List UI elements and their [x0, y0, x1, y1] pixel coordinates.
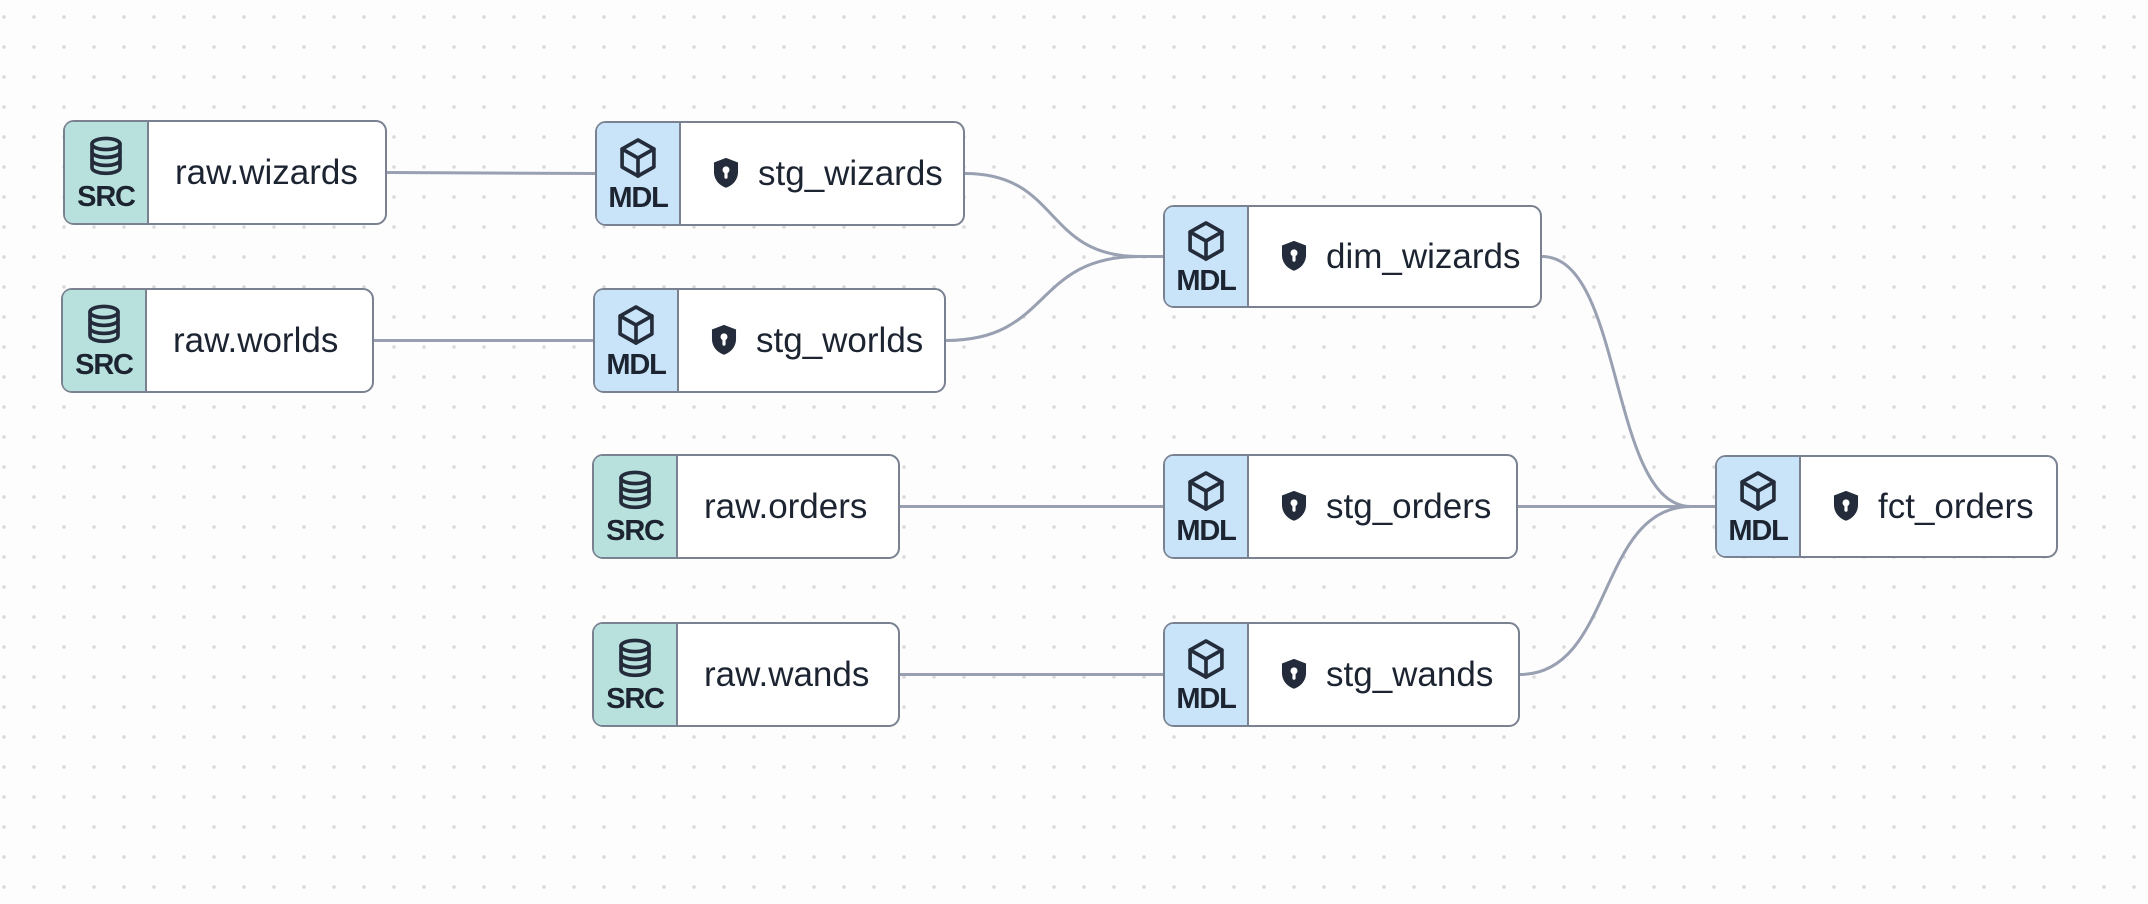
shield-lock-icon: [705, 322, 743, 360]
node-raw_worlds[interactable]: SRC raw.worlds: [61, 288, 374, 393]
edge-raw_wizards-stg_wizards: [385, 171, 597, 175]
badge-label: SRC: [606, 682, 665, 715]
node-raw_wands[interactable]: SRC raw.wands: [592, 622, 900, 727]
node-body: dim_wizards: [1249, 207, 1540, 306]
model-badge: MDL: [1165, 207, 1249, 306]
node-body: raw.wizards: [149, 122, 385, 223]
database-icon: [81, 302, 127, 348]
database-icon: [612, 468, 658, 514]
node-stg_worlds[interactable]: MDL stg_worlds: [593, 288, 946, 393]
node-fct_orders[interactable]: MDL fct_orders: [1715, 455, 2058, 558]
node-body: raw.worlds: [147, 290, 372, 391]
node-body: stg_wizards: [681, 123, 963, 224]
node-label: dim_wizards: [1326, 236, 1521, 276]
source-badge: SRC: [594, 624, 678, 725]
node-body: fct_orders: [1801, 457, 2056, 556]
edge-stg_worlds-dim_wizards: [944, 255, 1165, 342]
node-stg_wands[interactable]: MDL stg_wands: [1163, 622, 1520, 727]
model-badge: MDL: [1165, 624, 1249, 725]
edge-stg_wizards-dim_wizards: [963, 172, 1165, 258]
node-stg_orders[interactable]: MDL stg_orders: [1163, 454, 1518, 559]
shield-lock-icon: [1275, 238, 1313, 276]
edge-dim_wizards-fct_orders: [1540, 255, 1717, 508]
badge-label: MDL: [608, 181, 668, 214]
node-body: raw.wands: [678, 624, 898, 725]
source-badge: SRC: [65, 122, 149, 223]
model-badge: MDL: [595, 290, 679, 391]
shield-lock-icon: [707, 155, 745, 193]
node-dim_wizards[interactable]: MDL dim_wizards: [1163, 205, 1542, 308]
cube-icon: [615, 135, 661, 181]
node-stg_wizards[interactable]: MDL stg_wizards: [595, 121, 965, 226]
node-label: stg_worlds: [756, 320, 924, 360]
node-body: raw.orders: [678, 456, 898, 557]
badge-label: MDL: [1728, 514, 1788, 547]
cube-icon: [613, 302, 659, 348]
database-icon: [83, 134, 129, 180]
node-label: raw.worlds: [173, 320, 339, 360]
badge-label: SRC: [606, 514, 665, 547]
model-badge: MDL: [597, 123, 681, 224]
badge-label: MDL: [606, 348, 666, 381]
database-icon: [612, 636, 658, 682]
cube-icon: [1735, 468, 1781, 514]
model-badge: MDL: [1717, 457, 1801, 556]
model-badge: MDL: [1165, 456, 1249, 557]
cube-icon: [1183, 218, 1229, 264]
shield-lock-icon: [1275, 488, 1313, 526]
node-label: raw.orders: [704, 486, 868, 526]
source-badge: SRC: [594, 456, 678, 557]
cube-icon: [1183, 636, 1229, 682]
node-body: stg_wands: [1249, 624, 1518, 725]
badge-label: SRC: [77, 180, 136, 213]
node-raw_wizards[interactable]: SRC raw.wizards: [63, 120, 387, 225]
badge-label: MDL: [1176, 514, 1236, 547]
node-body: stg_worlds: [679, 290, 944, 391]
node-raw_orders[interactable]: SRC raw.orders: [592, 454, 900, 559]
node-label: stg_wands: [1326, 654, 1494, 694]
node-body: stg_orders: [1249, 456, 1516, 557]
node-label: stg_orders: [1326, 486, 1492, 526]
badge-label: MDL: [1176, 682, 1236, 715]
badge-label: SRC: [75, 348, 134, 381]
badge-label: MDL: [1176, 264, 1236, 297]
shield-lock-icon: [1827, 488, 1865, 526]
edge-stg_wands-fct_orders: [1518, 505, 1717, 676]
node-label: raw.wizards: [175, 152, 358, 192]
node-label: fct_orders: [1878, 486, 2034, 526]
cube-icon: [1183, 468, 1229, 514]
source-badge: SRC: [63, 290, 147, 391]
node-label: raw.wands: [704, 654, 870, 694]
node-label: stg_wizards: [758, 153, 943, 193]
shield-lock-icon: [1275, 656, 1313, 694]
